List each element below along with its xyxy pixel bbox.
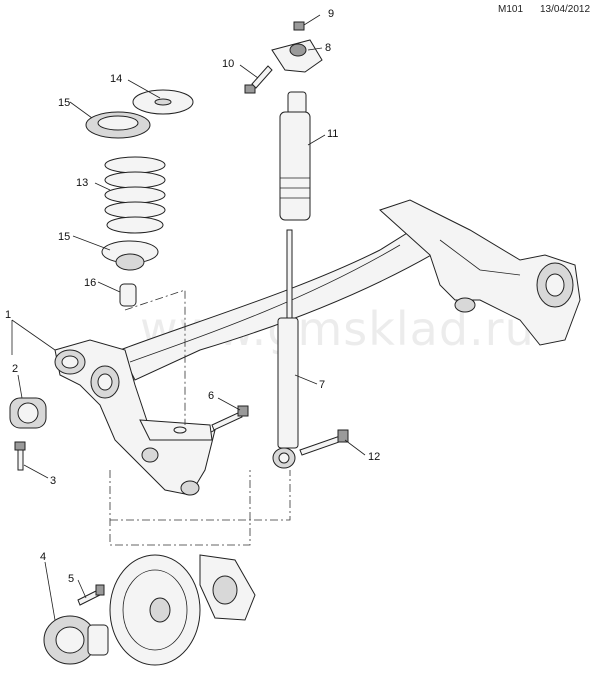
leader-16 xyxy=(124,289,186,425)
callout-10: 10 xyxy=(222,58,234,70)
callout-14: 14 xyxy=(110,73,122,85)
callout-9: 9 xyxy=(328,8,334,20)
assembly-bracket-line-2 xyxy=(110,470,291,521)
callout-4: 4 xyxy=(40,551,46,563)
top-mount-8 xyxy=(271,39,323,73)
callout-11: 11 xyxy=(327,128,338,140)
rear-axle-beam xyxy=(54,199,581,496)
dust-boot-11 xyxy=(279,91,311,221)
callout-2: 2 xyxy=(12,363,18,375)
spring-seat-14 xyxy=(132,89,194,115)
callout-12: 12 xyxy=(368,451,380,463)
callout-8: 8 xyxy=(325,42,331,54)
bolt-5 xyxy=(77,584,105,606)
bushing-2 xyxy=(9,397,47,429)
bolt-12 xyxy=(299,429,349,456)
nut-9 xyxy=(293,21,305,31)
callout-7: 7 xyxy=(319,379,325,391)
callout-15-lower: 15 xyxy=(58,231,70,243)
coil-spring-13 xyxy=(104,156,166,234)
assembly-bracket-line xyxy=(109,470,251,546)
callout-13: 13 xyxy=(76,177,88,189)
callout-6: 6 xyxy=(208,390,214,402)
wheel-hub-4 xyxy=(43,615,109,665)
callout-3: 3 xyxy=(50,475,56,487)
insulator-15-lower xyxy=(101,240,159,271)
bolt-6 xyxy=(211,405,249,431)
diagram-code: M101 xyxy=(498,4,524,15)
bump-stop-16 xyxy=(119,283,137,307)
callout-15-upper: 15 xyxy=(58,97,70,109)
insulator-15-upper xyxy=(85,111,151,139)
bolt-10 xyxy=(244,65,273,94)
callout-16: 16 xyxy=(84,277,96,289)
backing-plate xyxy=(199,554,256,621)
callout-5: 5 xyxy=(68,573,74,585)
bolt-3 xyxy=(14,441,26,471)
diagram-date: 13/04/2012 xyxy=(540,4,591,15)
brake-shield xyxy=(109,554,201,666)
leader-lines xyxy=(11,14,366,621)
shock-absorber-7 xyxy=(272,229,299,469)
callout-1: 1 xyxy=(5,309,11,321)
